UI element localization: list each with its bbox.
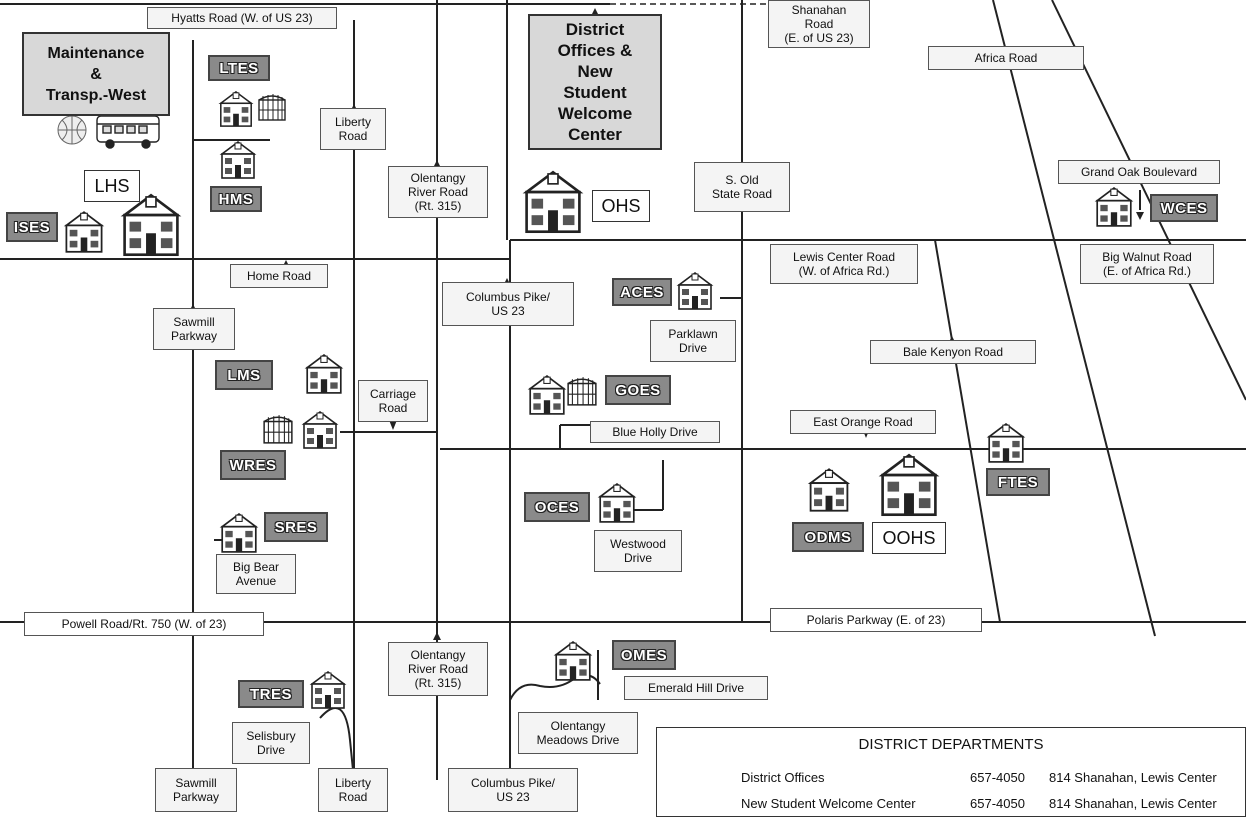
school-label-ltes: LTES	[208, 55, 270, 81]
school-label-goes: GOES	[605, 375, 671, 405]
road-label-salisbury-drive: Selisbury Drive	[232, 722, 310, 764]
globe-icon	[57, 115, 87, 145]
road-label-big-walnut-road: Big Walnut Road (E. of Africa Rd.)	[1080, 244, 1214, 284]
road-label-sawmill-parkway-north: Sawmill Parkway	[153, 308, 235, 350]
road-label-olentangy-meadows-drive: Olentangy Meadows Drive	[518, 712, 638, 754]
bus-icon	[96, 115, 160, 149]
road-label-olentangy-river-road-north: Olentangy River Road (Rt. 315)	[388, 166, 488, 218]
road-label-sawmill-parkway-south: Sawmill Parkway	[155, 768, 237, 812]
road-label-shanahan-road: Shanahan Road (E. of US 23)	[768, 0, 870, 48]
road-label-home-road: Home Road	[230, 264, 328, 288]
school-label-lms: LMS	[215, 360, 273, 390]
road-label-columbus-pike-south: Columbus Pike/ US 23	[448, 768, 578, 812]
road-label-s-old-state-road: S. Old State Road	[694, 162, 790, 212]
road-label-olentangy-river-road-south: Olentangy River Road (Rt. 315)	[388, 642, 488, 696]
road-label-bale-kenyon-road: Bale Kenyon Road	[870, 340, 1036, 364]
road-lines	[0, 0, 1246, 781]
school-label-aces: ACES	[612, 278, 672, 306]
school-label-sres: SRES	[264, 512, 328, 542]
school-label-wres: WRES	[220, 450, 286, 480]
school-label-wces: WCES	[1150, 194, 1218, 222]
facility-maintenance-transportation-west: Maintenance & Transp.-West	[22, 32, 170, 116]
road-label-liberty-road-north: Liberty Road	[320, 108, 386, 150]
school-label-ises: ISES	[6, 212, 58, 242]
legend-row-address: 814 Shanahan, Lewis Center	[1049, 796, 1217, 811]
road-label-big-bear-avenue: Big Bear Avenue	[216, 554, 296, 594]
road-label-hyatts-road: Hyatts Road (W. of US 23)	[147, 7, 337, 29]
legend-row-address: 814 Shanahan, Lewis Center	[1049, 770, 1217, 785]
district-departments-legend: DISTRICT DEPARTMENTS District Offices 65…	[656, 727, 1246, 817]
road-label-east-orange-road: East Orange Road	[790, 410, 936, 434]
legend-row-name: New Student Welcome Center	[741, 796, 916, 811]
school-label-tres: TRES	[238, 680, 304, 708]
road-label-grand-oak-boulevard: Grand Oak Boulevard	[1058, 160, 1220, 184]
road-label-africa-road: Africa Road	[928, 46, 1084, 70]
road-label-lewis-center-road: Lewis Center Road (W. of Africa Rd.)	[770, 244, 918, 284]
road-label-columbus-pike-north: Columbus Pike/ US 23	[442, 282, 574, 326]
road-label-polaris-parkway: Polaris Parkway (E. of 23)	[770, 608, 982, 632]
road-label-parklawn-drive: Parklawn Drive	[650, 320, 736, 362]
legend-row-name: District Offices	[741, 770, 825, 785]
school-label-omes: OMES	[612, 640, 676, 670]
school-label-hms: HMS	[210, 186, 262, 212]
school-label-lhs: LHS	[84, 170, 140, 202]
school-label-oohs: OOHS	[872, 522, 946, 554]
road-label-westwood-drive: Westwood Drive	[594, 530, 682, 572]
legend-row-phone: 657-4050	[970, 770, 1025, 785]
school-label-oces: OCES	[524, 492, 590, 522]
road-label-blue-holly-drive: Blue Holly Drive	[590, 421, 720, 443]
facility-district-offices: District Offices & New Student Welcome C…	[528, 14, 662, 150]
school-label-ohs: OHS	[592, 190, 650, 222]
road-label-powell-road: Powell Road/Rt. 750 (W. of 23)	[24, 612, 264, 636]
legend-row-phone: 657-4050	[970, 796, 1025, 811]
road-label-emerald-hill-drive: Emerald Hill Drive	[624, 676, 768, 700]
school-label-odms: ODMS	[792, 522, 864, 552]
legend-title: DISTRICT DEPARTMENTS	[858, 736, 1044, 753]
school-label-ftes: FTES	[986, 468, 1050, 496]
road-label-carriage-road: Carriage Road	[358, 380, 428, 422]
road-label-liberty-road-south: Liberty Road	[318, 768, 388, 812]
